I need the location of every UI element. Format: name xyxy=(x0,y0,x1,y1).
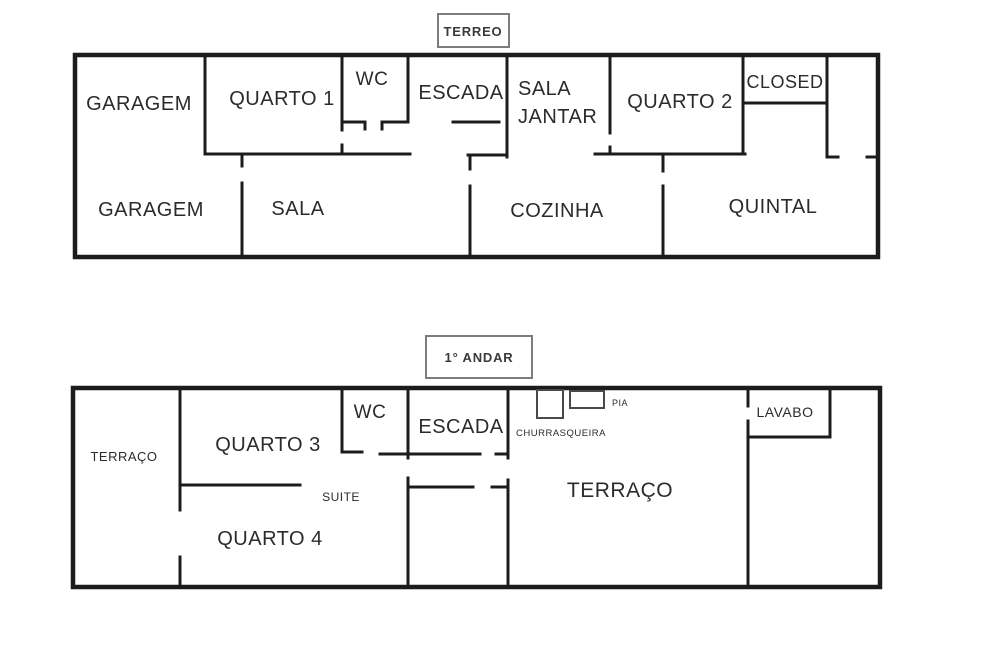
pia-fixture xyxy=(569,390,605,409)
churrasqueira-fixture xyxy=(536,389,564,419)
terreo-title-box xyxy=(437,13,510,48)
room-label-lavabo: LAVABO xyxy=(757,404,814,420)
room-label-wc-andar: WC xyxy=(354,402,387,423)
room-label-escada-andar: ESCADA xyxy=(418,416,503,438)
room-label-cozinha: COZINHA xyxy=(510,200,604,222)
andar-plan: 1° ANDAR TERRAÇO QUARTO 3 WC ESCADA CHUR… xyxy=(70,335,883,590)
andar-title-box xyxy=(425,335,533,379)
room-label-garagem-top: GARAGEM xyxy=(86,93,192,115)
room-label-pia: PIA xyxy=(612,398,628,408)
andar-title: 1° ANDAR xyxy=(445,350,514,365)
room-label-wc-terreo: WC xyxy=(356,69,389,90)
room-label-quarto1: QUARTO 1 xyxy=(229,88,335,110)
room-label-quarto4: QUARTO 4 xyxy=(217,528,323,550)
room-label-quarto2: QUARTO 2 xyxy=(627,91,733,113)
terreo-plan: TERREO GARAGEM QUARTO 1 WC ESCADA xyxy=(72,13,881,260)
room-label-closed: CLOSED xyxy=(746,72,823,92)
room-label-terraco-main: TERRAÇO xyxy=(567,479,673,502)
room-label-quintal: QUINTAL xyxy=(729,196,818,218)
andar-outer-wall xyxy=(70,385,883,590)
terreo-title: TERREO xyxy=(444,24,503,39)
room-label-sala-jantar-line1: SALA xyxy=(518,78,571,100)
room-label-sala-jantar-line2: JANTAR xyxy=(518,106,597,128)
room-label-suite: SUITE xyxy=(322,490,360,504)
room-label-quarto3: QUARTO 3 xyxy=(215,434,321,456)
room-label-sala: SALA xyxy=(271,198,324,220)
room-label-churrasqueira: CHURRASQUEIRA xyxy=(516,428,606,439)
room-label-escada-terreo: ESCADA xyxy=(418,82,503,104)
room-label-terraco-left: TERRAÇO xyxy=(90,449,157,464)
room-label-garagem-bottom: GARAGEM xyxy=(98,199,204,221)
